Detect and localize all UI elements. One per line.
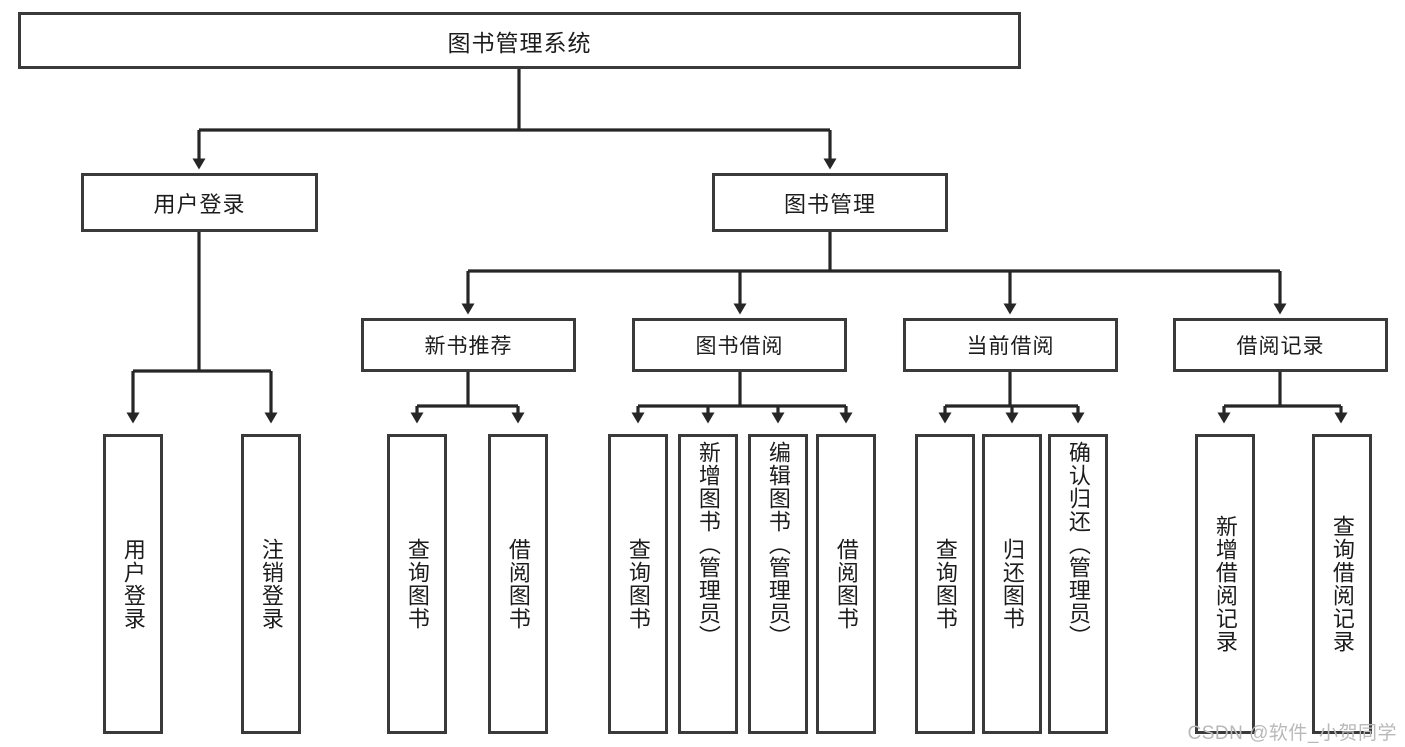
leaf-borrow-edit-book-label: 编辑图书（管理员） bbox=[765, 441, 791, 648]
leaf-current-return-book-label: 归还图书 bbox=[999, 538, 1025, 630]
leaf-new-book-query[interactable]: 查询图书 bbox=[387, 434, 447, 734]
node-new-book-recommend-label: 新书推荐 bbox=[424, 335, 513, 358]
leaf-current-confirm-return[interactable]: 确认归还（管理员） bbox=[1048, 434, 1108, 734]
leaf-user-login-login-label: 用户登录 bbox=[120, 538, 146, 630]
node-book-borrow[interactable]: 图书借阅 bbox=[632, 318, 847, 372]
leaf-borrow-query-book[interactable]: 查询图书 bbox=[608, 434, 668, 734]
leaf-new-book-borrow-label: 借阅图书 bbox=[505, 538, 531, 630]
node-user-login-label: 用户登录 bbox=[153, 191, 246, 217]
leaf-record-add[interactable]: 新增借阅记录 bbox=[1195, 434, 1255, 734]
leaf-new-book-borrow[interactable]: 借阅图书 bbox=[488, 434, 548, 734]
leaf-borrow-edit-book[interactable]: 编辑图书（管理员） bbox=[748, 434, 808, 734]
leaf-new-book-query-label: 查询图书 bbox=[404, 538, 430, 630]
node-book-borrow-label: 图书借阅 bbox=[695, 335, 784, 358]
node-current-borrow[interactable]: 当前借阅 bbox=[903, 318, 1118, 372]
leaf-borrow-add-book-label: 新增图书（管理员） bbox=[695, 441, 721, 648]
node-book-management-label: 图书管理 bbox=[783, 191, 876, 217]
node-new-book-recommend[interactable]: 新书推荐 bbox=[361, 318, 576, 372]
leaf-user-login-logout[interactable]: 注销登录 bbox=[241, 434, 301, 734]
leaf-user-login-login[interactable]: 用户登录 bbox=[103, 434, 163, 734]
leaf-current-confirm-return-label: 确认归还（管理员） bbox=[1065, 441, 1091, 648]
node-root-label: 图书管理系统 bbox=[447, 29, 592, 56]
leaf-record-add-label: 新增借阅记录 bbox=[1212, 515, 1238, 653]
leaf-borrow-add-book[interactable]: 新增图书（管理员） bbox=[678, 434, 738, 734]
leaf-user-login-logout-label: 注销登录 bbox=[258, 538, 284, 630]
leaf-record-query[interactable]: 查询借阅记录 bbox=[1312, 434, 1372, 734]
leaf-current-query-book[interactable]: 查询图书 bbox=[915, 434, 975, 734]
leaf-current-query-book-label: 查询图书 bbox=[932, 538, 958, 630]
node-current-borrow-label: 当前借阅 bbox=[966, 335, 1055, 358]
node-borrow-record-label: 借阅记录 bbox=[1236, 335, 1325, 358]
leaf-current-return-book[interactable]: 归还图书 bbox=[982, 434, 1042, 734]
leaf-borrow-query-book-label: 查询图书 bbox=[625, 538, 651, 630]
node-user-login[interactable]: 用户登录 bbox=[81, 173, 318, 232]
node-borrow-record[interactable]: 借阅记录 bbox=[1173, 318, 1388, 372]
node-book-management[interactable]: 图书管理 bbox=[712, 173, 948, 232]
node-root[interactable]: 图书管理系统 bbox=[18, 12, 1021, 69]
leaf-record-query-label: 查询借阅记录 bbox=[1329, 515, 1355, 653]
leaf-borrow-borrow-book[interactable]: 借阅图书 bbox=[816, 434, 876, 734]
leaf-borrow-borrow-book-label: 借阅图书 bbox=[833, 538, 859, 630]
